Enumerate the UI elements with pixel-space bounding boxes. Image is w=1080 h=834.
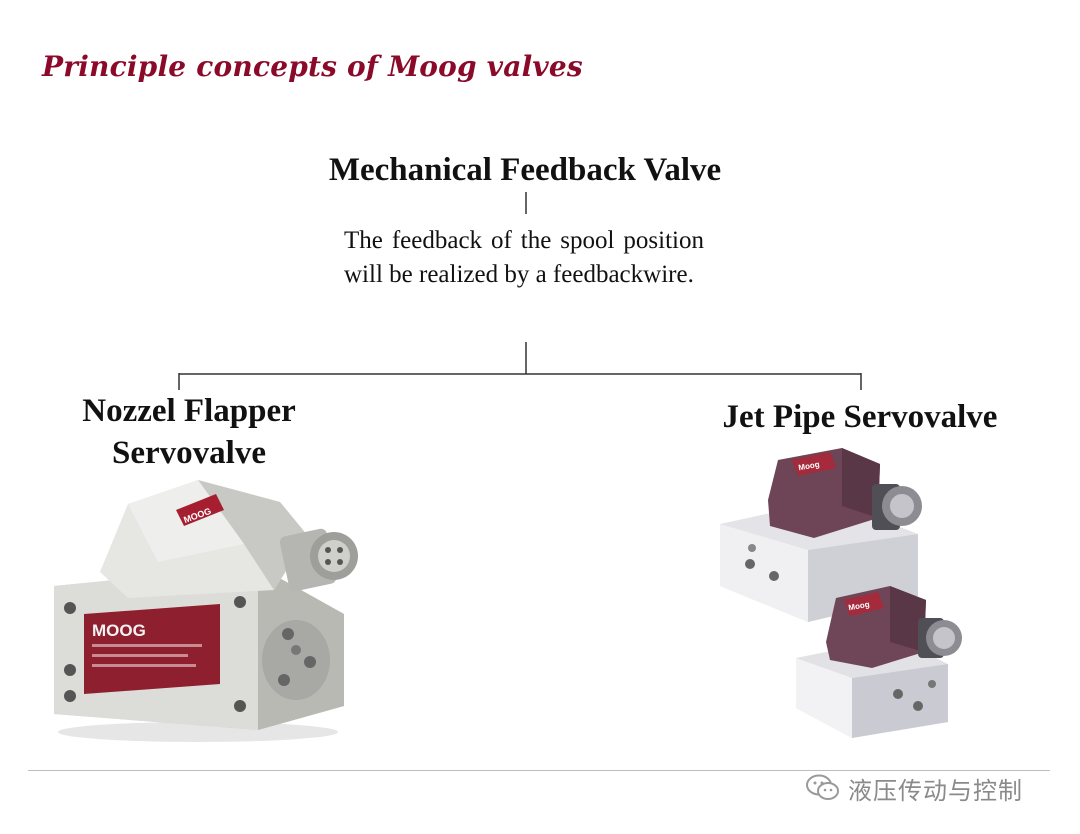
watermark-text: 液压传动与控制 (848, 776, 1023, 805)
footer-watermark: 液压传动与控制 (806, 770, 1023, 806)
jet-pipe-heading: Jet Pipe Servovalve (722, 399, 998, 435)
footer-divider (28, 770, 1050, 771)
moog-nameplate-logo: MOOG (92, 621, 146, 640)
jet-pipe-servovalve-photo: Moog Moog (720, 448, 962, 738)
feedback-description: The feedback of the spool position will … (344, 227, 704, 288)
jet-pipe-back-logo: Moog (798, 460, 821, 473)
mechanical-feedback-valve-heading: Mechanical Feedback Valve (328, 152, 722, 188)
slide-title: Principle concepts of Moog valves (42, 50, 583, 83)
nozzle-flapper-heading: Nozzel Flapper Servovalve (54, 390, 324, 474)
nozzle-flapper-line2: Servovalve (112, 435, 266, 471)
jet-pipe-front-logo: Moog (848, 600, 871, 613)
nozzle-flapper-line1: Nozzel Flapper (82, 393, 296, 429)
nozzle-flapper-servovalve-photo: MOOG MOOG (54, 480, 358, 742)
wechat-icon (806, 774, 839, 800)
